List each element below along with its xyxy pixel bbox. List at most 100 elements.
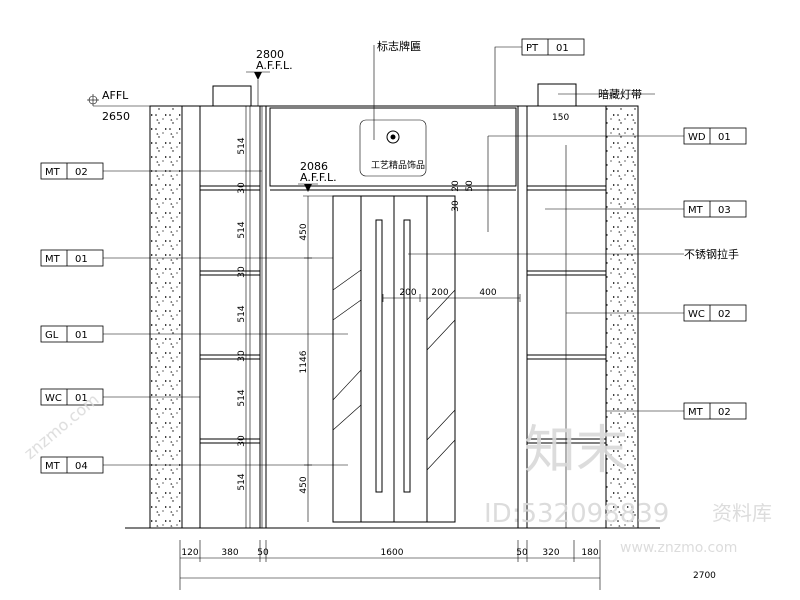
- tag-code: MT: [688, 407, 704, 418]
- left-dim-label: 514: [237, 305, 247, 322]
- left-door-leaf: [360, 195, 395, 523]
- door-width-dim-label: 400: [479, 288, 496, 298]
- entrance-doors: [303, 195, 456, 523]
- left-leaders: [103, 170, 348, 466]
- tag-number: 01: [75, 330, 88, 341]
- tag-number: 02: [75, 167, 88, 178]
- left-display-cabinet: [181, 105, 261, 529]
- left-vertical-dim-labels: 514 30 514 30 514 30 514 30 514: [237, 137, 247, 490]
- watermark: 知末 ID:532098839 资料库 www.znzmo.com znzmo.…: [20, 390, 772, 556]
- level-marker-2650: [87, 94, 150, 107]
- bottom-dim-label: 50: [516, 548, 528, 558]
- logo-text: 工艺精品饰品: [371, 159, 425, 171]
- left-material-tag: MT 01: [40, 249, 104, 267]
- left-dim-label: 514: [237, 221, 247, 238]
- left-door-handle: [375, 219, 383, 493]
- level-left-value: 2650: [102, 110, 130, 123]
- tag-code: MT: [45, 167, 61, 178]
- door-width-dim-label: 200: [399, 288, 416, 298]
- level-marker-2086: [298, 183, 318, 192]
- left-dim-label: 30: [237, 350, 247, 362]
- right-material-tag: MT 03: [683, 200, 747, 218]
- level-left-ref: AFFL: [102, 89, 129, 102]
- level-marker-2800: [246, 71, 270, 106]
- left-dim-label: 514: [237, 473, 247, 490]
- left-light-box: [212, 85, 252, 107]
- tag-number: 02: [718, 407, 731, 418]
- sign-dim-labels: 20 50 30: [451, 180, 475, 212]
- tag-code: WD: [688, 132, 706, 143]
- handle-label: 不锈钢拉手: [684, 247, 739, 261]
- level-top-ref: A.F.F.L.: [256, 59, 293, 72]
- watermark-id: ID:532098839: [484, 499, 669, 529]
- left-glass-panel: [332, 195, 362, 523]
- left-material-tag: GL 01: [40, 325, 104, 343]
- bottom-dim-label: 1600: [381, 548, 404, 558]
- tag-number: 01: [75, 393, 88, 404]
- right-material-tag: MT 02: [683, 402, 747, 420]
- right-leaders: [373, 45, 684, 412]
- door-vertical-dim-labels: 450 1146 450: [299, 223, 309, 493]
- total-dim: 2700: [693, 571, 716, 581]
- sign-label: 标志牌匾: [377, 39, 421, 53]
- left-dim-label: 30: [237, 182, 247, 194]
- left-material-tag: MT 02: [40, 162, 104, 180]
- tag-number: 03: [718, 205, 731, 216]
- right-light-box: [537, 83, 577, 107]
- right-material-tag: WC 02: [683, 304, 747, 322]
- level-top-value: 2800: [256, 48, 284, 61]
- tag-number: 02: [718, 309, 731, 320]
- bottom-dim-label: 180: [581, 548, 598, 558]
- watermark-lib: 资料库: [712, 501, 772, 525]
- door-width-dims: [382, 294, 521, 302]
- bottom-dim-label: 50: [257, 548, 269, 558]
- right-material-tag: WD 01: [683, 127, 747, 145]
- tag-code: WC: [688, 309, 705, 320]
- hidden-light-label: 暗藏灯带: [598, 87, 642, 101]
- tag-code: MT: [45, 254, 61, 265]
- left-dim-label: 30: [237, 435, 247, 447]
- sign-dim-label: 20: [451, 180, 461, 192]
- bottom-dim-labels: 120 380 50 1600 50 320 180: [181, 548, 598, 558]
- logo-icon: [386, 130, 400, 144]
- watermark-site: www.znzmo.com: [620, 540, 737, 556]
- watermark-brand: 知末: [524, 421, 628, 481]
- left-dim-label: 30: [237, 266, 247, 278]
- tag-number: 01: [556, 43, 569, 54]
- right-material-tag: PT 01: [521, 38, 585, 56]
- level-door-ref: A.F.F.L.: [300, 171, 337, 184]
- tag-code: PT: [526, 43, 539, 54]
- bottom-dim-label: 320: [542, 548, 559, 558]
- right-door-handle: [403, 219, 411, 493]
- left-material-tag: MT 04: [40, 456, 104, 474]
- tag-code: GL: [45, 330, 59, 341]
- bottom-dim-label: 120: [181, 548, 198, 558]
- right-door-leaf: [393, 195, 428, 523]
- left-dim-label: 514: [237, 389, 247, 406]
- right-glass-panel: [426, 195, 456, 523]
- tag-code: WC: [45, 393, 62, 404]
- left-material-tag: WC 01: [40, 388, 104, 406]
- door-dim-label: 1146: [299, 350, 309, 373]
- logo-frame: [359, 119, 427, 177]
- light-dim: 150: [552, 113, 569, 123]
- bottom-dim-label: 380: [221, 548, 238, 558]
- door-dim-label: 450: [299, 223, 309, 240]
- tag-number: 01: [718, 132, 731, 143]
- sign-dim-label: 30: [451, 200, 461, 212]
- tag-code: MT: [45, 461, 61, 472]
- tag-number: 01: [75, 254, 88, 265]
- right-wall-section: [605, 105, 639, 529]
- level-door-value: 2086: [300, 160, 328, 173]
- left-dim-label: 514: [237, 137, 247, 154]
- sign-dim-label: 50: [465, 180, 475, 192]
- door-dim-label: 450: [299, 476, 309, 493]
- tag-number: 04: [75, 461, 88, 472]
- bottom-dimension-lines: [179, 540, 601, 590]
- tag-code: MT: [688, 205, 704, 216]
